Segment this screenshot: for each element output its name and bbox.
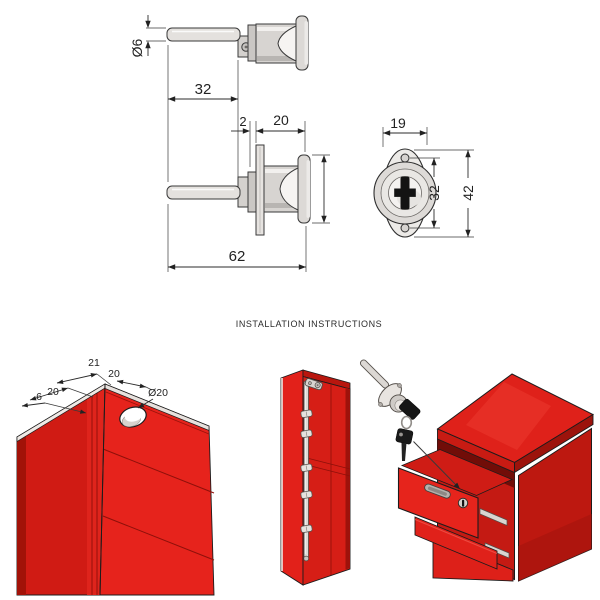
lock-and-keys — [359, 359, 421, 461]
dim-screw-hole-spacing: 32 — [426, 185, 442, 201]
drawer-slide-rail-upper — [479, 507, 508, 527]
rod-end-cap — [303, 555, 309, 562]
dim-hole-diameter: Ø20 — [148, 387, 168, 399]
plate-screw-icon — [397, 383, 402, 388]
keyhole-left-notch — [394, 188, 401, 197]
top-cam-plate — [304, 378, 323, 391]
plate-screw-icon — [378, 402, 383, 407]
lock-front-view — [373, 148, 437, 238]
middle-drawer-front — [414, 516, 498, 570]
dim-plate-height: 42 — [460, 185, 476, 201]
dim-corner-6: 6 — [36, 391, 42, 403]
locking-bar-illustration — [280, 369, 351, 586]
keyhole-right-notch — [409, 188, 416, 197]
install-leader-line — [413, 441, 459, 488]
panel-inner-face — [302, 375, 351, 586]
screw-hole-top — [400, 153, 410, 163]
body-highlight — [257, 27, 295, 31]
cabinet-left-edge-shade — [17, 431, 26, 595]
locking-bar — [300, 378, 323, 562]
open-drawer-interior — [400, 449, 514, 496]
lock-shaft-mounted — [166, 185, 241, 200]
cabinet-corner-highlight — [87, 387, 105, 595]
top-face-sheen — [466, 382, 551, 450]
lock-side-view — [166, 15, 309, 71]
body-shade — [257, 56, 295, 61]
cabinet-corner-illustration: 21 20 Ø20 20 6 — [16, 357, 215, 596]
installation-instructions-heading: INSTALLATION INSTRUCTIONS — [236, 319, 382, 329]
rod-clips — [300, 409, 313, 533]
lock-shaft — [166, 27, 241, 42]
key-ring-icon — [400, 415, 413, 430]
panel-outer-face — [280, 369, 304, 586]
dim-body-depth: 20 — [273, 112, 289, 128]
spare-key-blade — [401, 443, 407, 461]
cabinet-right-face — [99, 383, 215, 596]
panel-right-shade — [345, 387, 350, 570]
spare-key-head — [395, 428, 414, 445]
dim-plate-width: 19 — [390, 115, 406, 131]
screw-hole-bottom — [400, 223, 410, 233]
corner-dimensions: 21 20 Ø20 20 6 — [21, 357, 168, 416]
dim-shaft-diameter: Ø6 — [129, 38, 145, 57]
lock-side-view-mounted — [166, 144, 311, 236]
dim-corner-20-side: 20 — [47, 386, 59, 398]
setscrew-dot — [244, 45, 248, 49]
drawer-handle — [424, 483, 451, 499]
side-view-dimensions: Ø6 32 2 20 — [129, 15, 306, 272]
dim-overall-length: 62 — [229, 248, 246, 265]
keyhole-icon — [400, 176, 410, 210]
cabinet-side-shade — [518, 514, 592, 581]
dim-corner-20-top: 20 — [108, 368, 120, 380]
dim-corner-21: 21 — [88, 357, 100, 369]
open-drawer-front — [397, 467, 479, 539]
lock-collar — [247, 24, 257, 62]
dim-mount-gap: 2 — [239, 114, 246, 129]
drill-hole — [119, 406, 147, 428]
top-right-lip — [514, 413, 594, 474]
key-head-inserted — [399, 398, 421, 420]
flange-rim — [304, 21, 308, 65]
drawer-unit-illustration — [359, 359, 595, 582]
mounted-view-dimensions: 62 — [168, 154, 330, 272]
front-view-dimensions: 19 32 42 — [382, 115, 476, 238]
lock-collar-mounted — [247, 171, 257, 213]
dim-shaft-length: 32 — [195, 81, 212, 98]
lock-shaft-small — [359, 359, 390, 389]
